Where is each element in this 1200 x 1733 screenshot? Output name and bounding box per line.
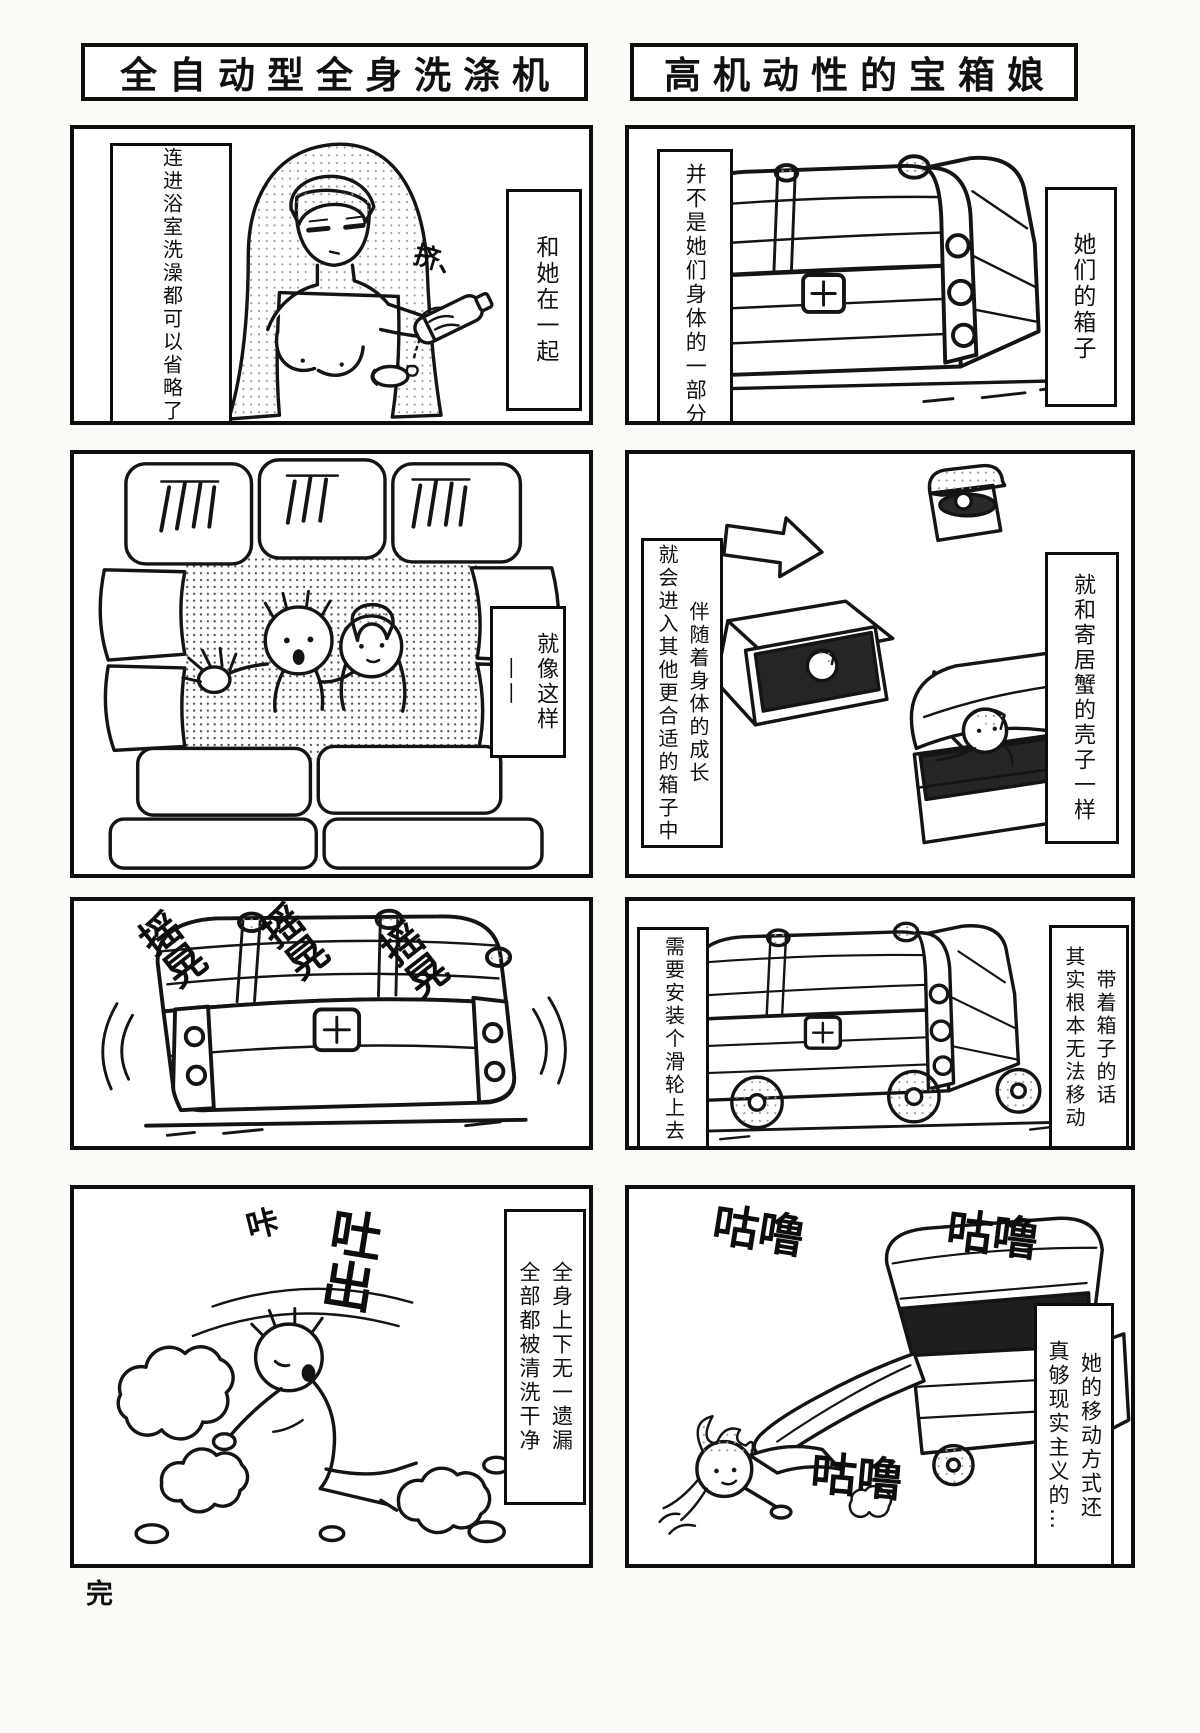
caption-text: 伴随着身体的成长 就会进入其他更合适的箱子中	[651, 544, 713, 843]
right-strip-title: 高机动性的宝箱娘	[630, 43, 1078, 101]
sfx-spit: 吐出	[309, 1202, 385, 1315]
caption-col: 真够现实主义的…	[1046, 1340, 1070, 1532]
left-panel-2: 就像这样——	[70, 450, 593, 878]
caption-col: 伴随着身体的成长	[686, 601, 710, 785]
caption-col: 就会进入其他更合适的箱子中	[655, 543, 679, 843]
caption-col: 全身上下无一遗漏	[549, 1261, 574, 1453]
caption-cannot-move-with-chest: 带着箱子的话 其实根本无法移动	[1049, 925, 1129, 1146]
right-panel-1: 并不是她们身体的一部分 她们的箱子	[625, 125, 1135, 425]
caption-install-pulley: 需要安装个滑轮上去	[637, 927, 709, 1146]
right-panel-3: 需要安装个滑轮上去 带着箱子的话 其实根本无法移动	[625, 897, 1135, 1150]
caption-not-part-of-body: 并不是她们身体的一部分	[657, 149, 733, 425]
chest-bath-drawing	[98, 458, 563, 870]
caption-text: 就和寄居蟹的壳子一样	[1070, 573, 1096, 823]
caption-text: 和她在一起	[531, 235, 558, 365]
sfx-gulu-1: 咕噜	[708, 1197, 809, 1265]
left-panel-1: 连进浴室洗澡都可以省略了 和她在一起 挤、	[70, 125, 593, 425]
shaking-chest-drawing	[101, 908, 567, 1137]
caption-text: 全身上下无一遗漏 全部都被清洗干净	[512, 1261, 577, 1453]
caption-text: 并不是她们身体的一部分	[683, 163, 708, 425]
sfx-gulu-3: 咕噜	[808, 1446, 905, 1508]
caption-realistic-way-of-moving: 她的移动方式还 真够现实主义的…	[1034, 1303, 1114, 1564]
caption-text: 就像这样——	[499, 632, 559, 732]
left-strip-title-text: 全自动型全身洗涤机	[120, 54, 561, 97]
caption-text: 带着箱子的话 其实根本无法移动	[1058, 946, 1120, 1130]
splash-spit-drawing	[116, 1287, 511, 1545]
right-panel-4: 咕噜 咕噜 咕噜 她的移动方式还 真够现实主义的…	[625, 1185, 1135, 1568]
right-strip-title-text: 高机动性的宝箱娘	[664, 54, 1056, 97]
caption-like-hermit-crab-shell: 就和寄居蟹的壳子一样	[1045, 552, 1119, 844]
caption-text: 连进浴室洗澡都可以省略了	[159, 147, 184, 423]
right-panel-2: 伴随着身体的成长 就会进入其他更合适的箱子中 就和寄居蟹的壳子一样	[625, 450, 1135, 878]
caption-just-like-this: 就像这样——	[490, 606, 566, 758]
caption-col: 其实根本无法移动	[1062, 946, 1086, 1130]
caption-col: 带着箱子的话	[1093, 969, 1117, 1107]
left-strip-title: 全自动型全身洗涤机	[81, 43, 588, 101]
left-panel-3: 摇晃 摇晃 摇晃	[70, 897, 593, 1150]
sfx-gulu-2: 咕噜	[943, 1202, 1042, 1268]
caption-together-with-her: 和她在一起	[506, 189, 582, 411]
caption-text: 需要安装个滑轮上去	[661, 935, 686, 1143]
caption-grow-into-bigger-chest: 伴随着身体的成长 就会进入其他更合适的箱子中	[641, 538, 723, 848]
caption-bath-can-be-skipped: 连进浴室洗澡都可以省略了	[110, 143, 232, 423]
caption-text: 她们的箱子	[1068, 232, 1095, 362]
caption-text: 她的移动方式还 真够现实主义的…	[1041, 1340, 1106, 1532]
girl-with-soap-drawing	[227, 142, 494, 421]
caption-washed-head-to-toe: 全身上下无一遗漏 全部都被清洗干净	[504, 1209, 586, 1505]
caption-col: 全部都被清洗干净	[517, 1261, 541, 1453]
wheeled-chest-drawing	[689, 921, 1080, 1141]
left-panel-4: 咔 吐出 全身上下无一遗漏 全部都被清洗干净	[70, 1185, 593, 1568]
caption-their-chests: 她们的箱子	[1045, 187, 1117, 407]
end-mark: 完	[86, 1579, 115, 1610]
caption-col: 她的移动方式还	[1078, 1352, 1103, 1520]
